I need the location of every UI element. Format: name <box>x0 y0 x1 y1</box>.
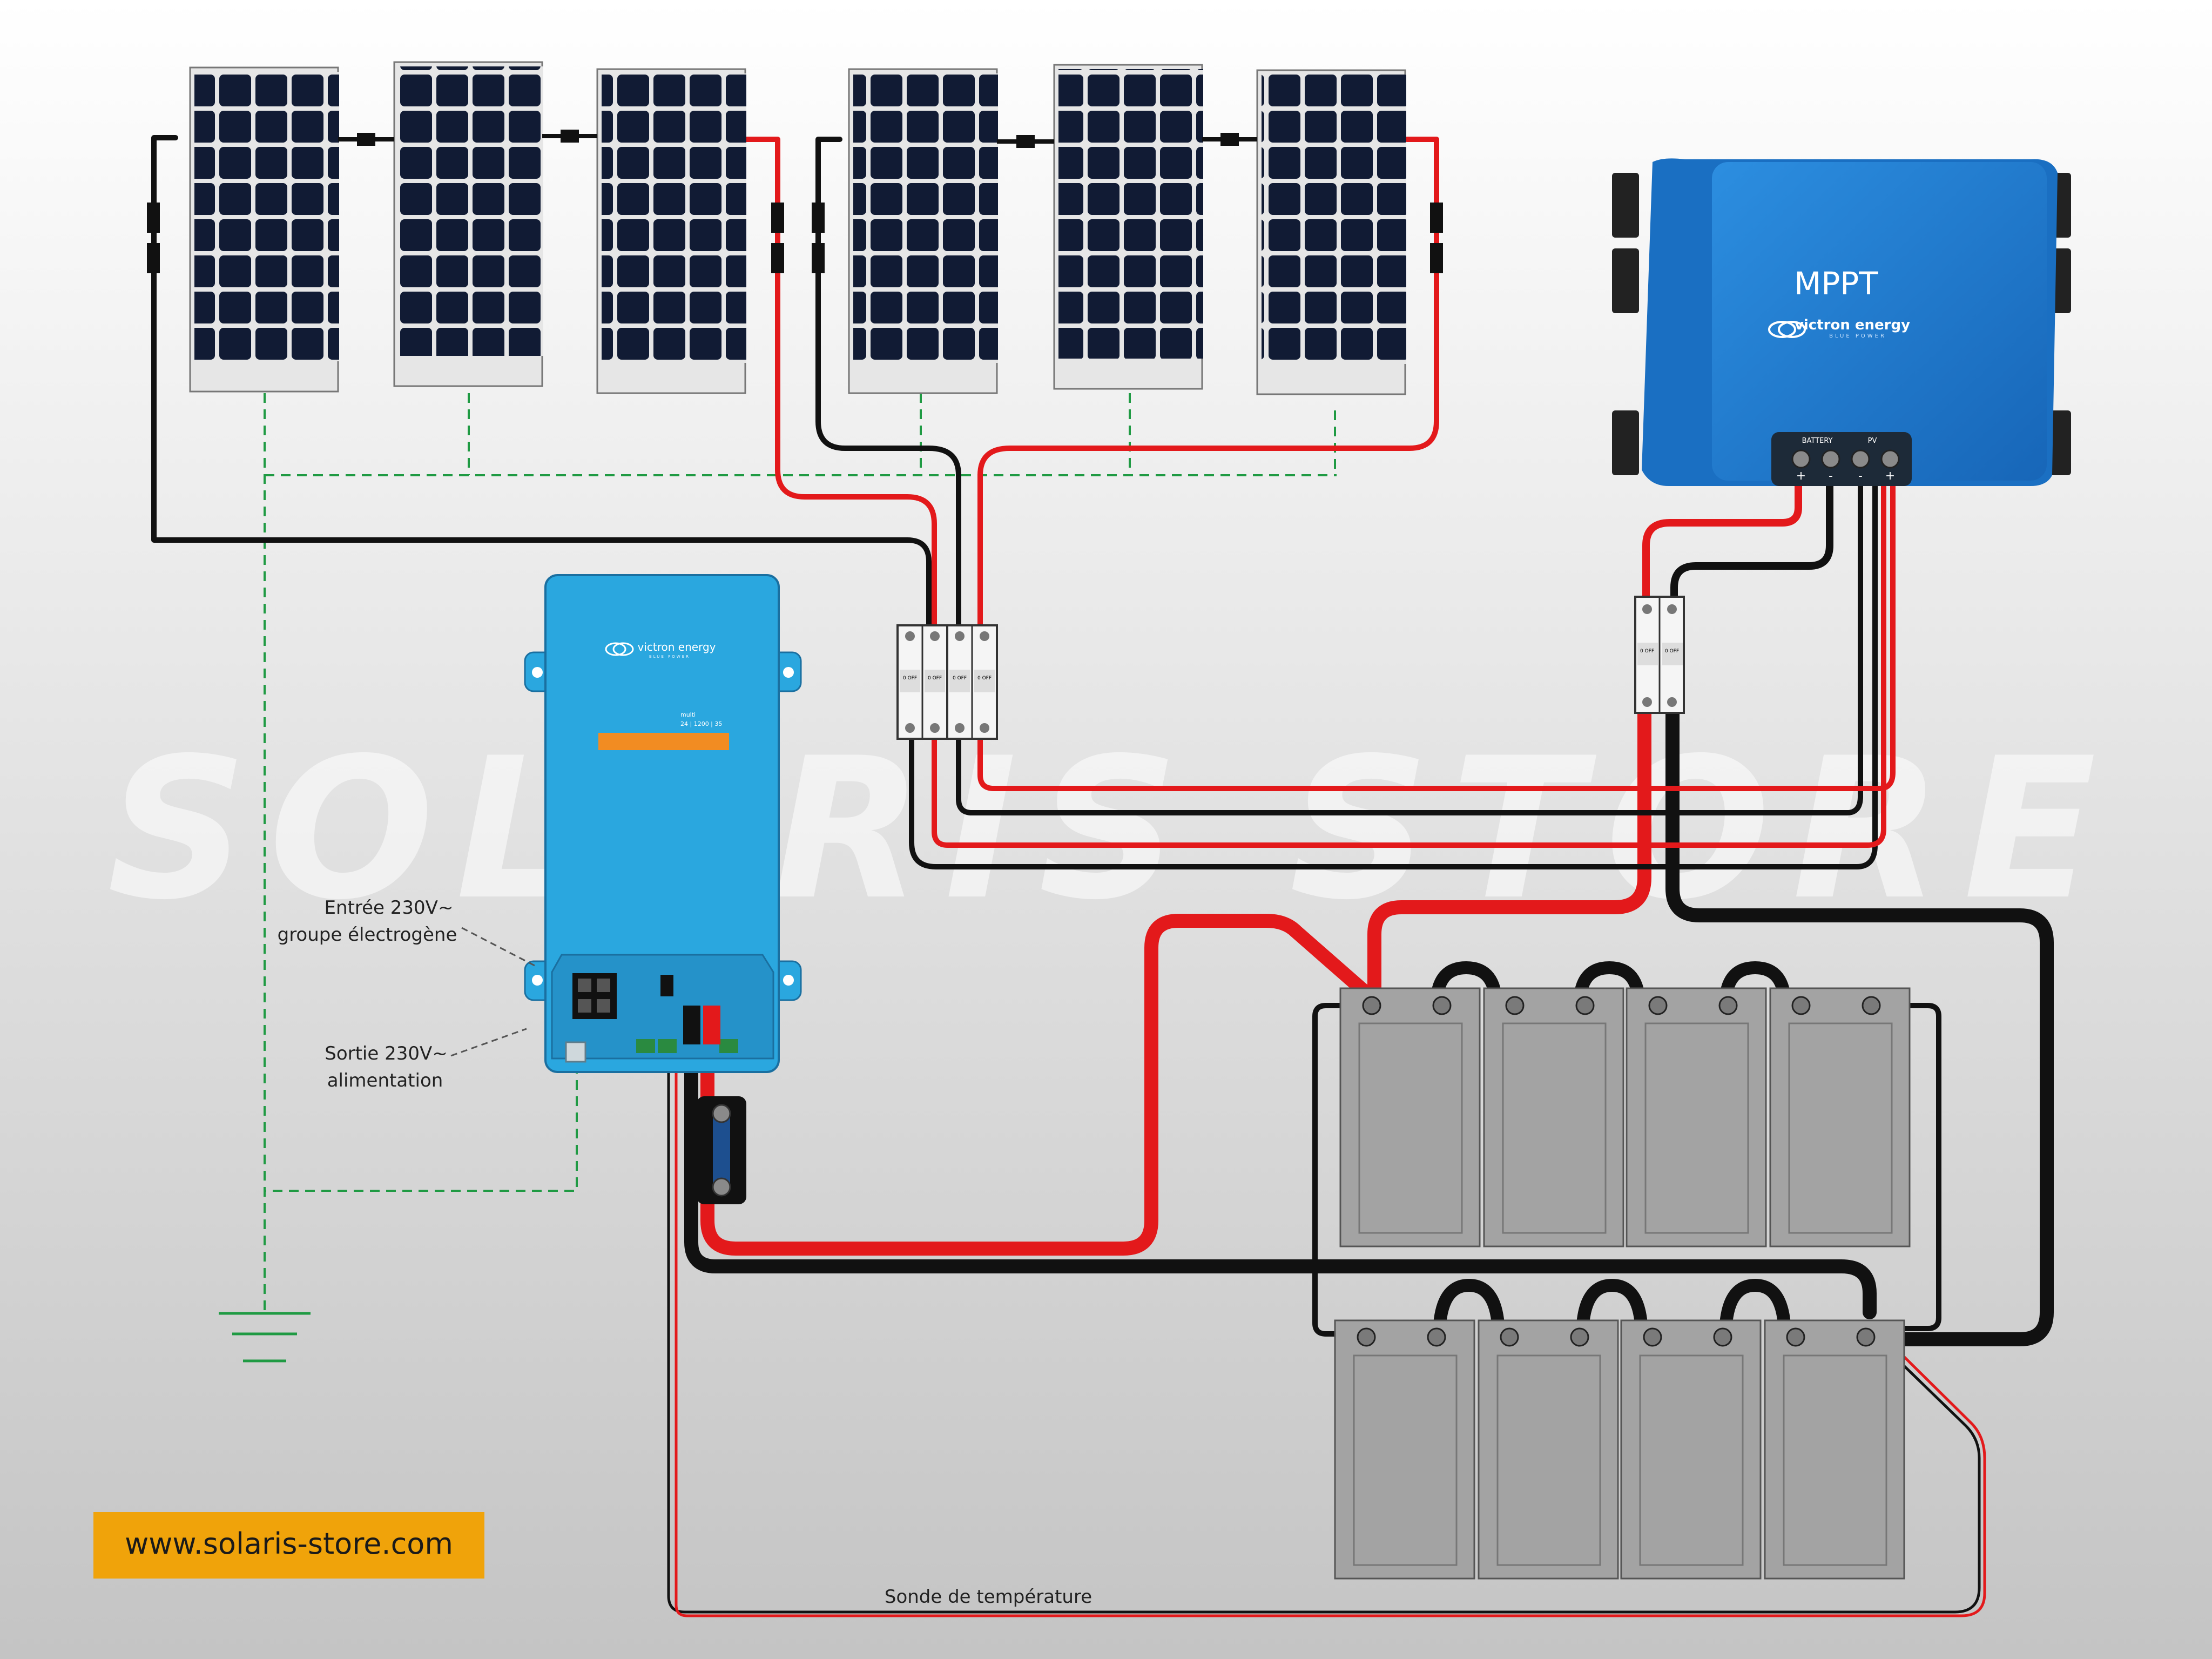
battery <box>1339 987 1481 1247</box>
solar-panel-5 <box>1053 64 1203 390</box>
pv-breaker-string-2: 0 OFF 0 OFF <box>946 624 998 740</box>
battery <box>1483 987 1624 1247</box>
breaker-state-label: 0 OFF <box>928 676 942 681</box>
breaker-state-label: 0 OFF <box>977 676 992 681</box>
mppt-terminals <box>1791 449 1900 469</box>
mppt-terminal-pv-label: PV <box>1868 437 1877 445</box>
solar-panel-1 <box>189 66 339 393</box>
pv-breaker-string-1: 0 OFF 0 OFF <box>896 624 948 740</box>
solar-panel-4 <box>848 68 998 394</box>
victron-logo-icon <box>1768 321 1806 338</box>
solar-panel-3 <box>596 68 746 394</box>
battery <box>1626 987 1767 1247</box>
power-switch <box>660 975 673 996</box>
website-badge[interactable]: www.solaris-store.com <box>93 1512 484 1579</box>
temperature-probe-cable <box>667 1050 1986 1617</box>
breaker-state-label: 0 OFF <box>1665 649 1679 654</box>
solar-panel-2 <box>393 61 543 387</box>
solar-panel-6 <box>1256 69 1406 395</box>
inverter-brand-sub: BLUE POWER <box>649 655 690 659</box>
watermark: SOLARIS STORE <box>107 716 2117 942</box>
mppt-terminal-sign: - <box>1858 469 1863 483</box>
battery <box>1764 1319 1905 1580</box>
battery-fuse <box>697 1096 746 1204</box>
dc-negative-terminal <box>683 1006 700 1044</box>
mc4-connectors <box>147 203 1443 273</box>
battery-cables <box>684 706 2054 1346</box>
inverter-model-line2: 24 | 1200 | 35 <box>680 720 722 727</box>
mppt-terminal-sign: - <box>1829 469 1833 483</box>
battery-bank <box>1334 987 1911 1580</box>
mppt-brand: victron energy <box>1795 317 1910 333</box>
mppt-brand-sub: BLUE POWER <box>1829 333 1886 339</box>
pv-cables <box>151 135 1896 869</box>
inverter-model-line1: multi <box>680 711 696 718</box>
battery <box>1478 1319 1619 1580</box>
mppt-terminal-battery-label: BATTERY <box>1802 437 1833 445</box>
mppt-terminal-sign: + <box>1885 469 1895 483</box>
aux-connector <box>636 1039 655 1053</box>
website-link[interactable]: www.solaris-store.com <box>125 1527 453 1561</box>
breaker-state-label: 0 OFF <box>953 676 967 681</box>
inverter-orange-stripe <box>598 733 729 750</box>
inverter-brand: victron energy <box>638 640 716 653</box>
battery <box>1620 1319 1762 1580</box>
battery-breaker: 0 OFF 0 OFF <box>1634 596 1685 714</box>
temperature-probe-label: Sonde de température <box>885 1586 1092 1608</box>
battery <box>1334 1319 1475 1580</box>
mppt-charge-controller: MPPT victron energy BLUE POWER BATTERY P… <box>1612 158 2071 486</box>
panel-series-links <box>338 130 1257 148</box>
ac-output-label-line2: alimentation <box>327 1070 443 1091</box>
mppt-title: MPPT <box>1794 265 1878 302</box>
inverter-charger: victron energy BLUE POWER multi 24 | 120… <box>524 574 802 1073</box>
ground-lug <box>565 1041 586 1063</box>
breaker-state-label: 0 OFF <box>1640 649 1654 654</box>
ground-symbol <box>219 1312 311 1363</box>
callout-leaders <box>450 927 535 1057</box>
breaker-state-label: 0 OFF <box>903 676 917 681</box>
battery <box>1769 987 1911 1247</box>
ground-wires <box>264 393 1337 1312</box>
victron-logo-icon <box>605 642 634 656</box>
ac-input-label-line1: Entrée 230V~ <box>325 897 454 919</box>
dc-positive-terminal <box>703 1006 720 1044</box>
mppt-terminal-sign: + <box>1796 469 1806 483</box>
ac-input-label-line2: groupe électrogène <box>278 924 457 946</box>
ac-output-label-line1: Sortie 230V~ <box>325 1043 448 1064</box>
